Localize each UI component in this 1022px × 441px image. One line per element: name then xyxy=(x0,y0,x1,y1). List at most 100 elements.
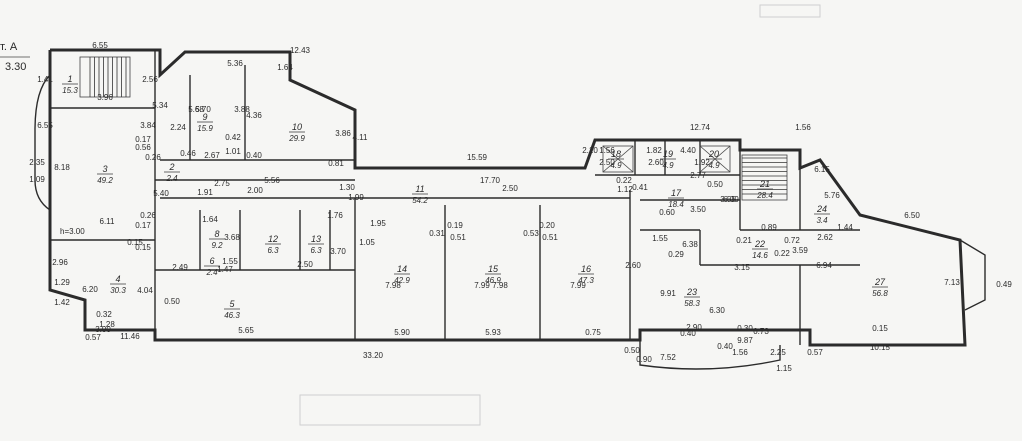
bay-window-bottom xyxy=(639,340,781,370)
room-number: 1 xyxy=(67,74,72,84)
dimension-label: 5.65 xyxy=(238,326,254,335)
dimension-label: 0.51 xyxy=(542,233,558,242)
dimension-label: 0.46 xyxy=(180,149,196,158)
dimension-label: 7.52 xyxy=(660,353,676,362)
room-area: 46.9 xyxy=(485,276,501,285)
dimension-label: 0.57 xyxy=(85,333,101,342)
dimension-label: 2.50 xyxy=(297,260,313,269)
room-number: 16 xyxy=(581,264,591,274)
dimension-label: 2.35 xyxy=(29,158,45,167)
dimension-label: 0.53 xyxy=(523,229,539,238)
dimension-label: 1.29 xyxy=(54,278,70,287)
dimension-label: 6.94 xyxy=(816,261,832,270)
dimension-label: 2.49 xyxy=(172,263,188,272)
dimension-label: 1.56 xyxy=(795,123,811,132)
room-area: 54.2 xyxy=(412,196,428,205)
dimension-label: 2.00 xyxy=(247,186,263,195)
dimension-label: 0.31 xyxy=(429,229,445,238)
dimension-label: 6.55 xyxy=(92,41,108,50)
dimension-label: 1.64 xyxy=(277,63,293,72)
dimension-label: 0.89 xyxy=(761,223,777,232)
room-area: 18.4 xyxy=(668,200,684,209)
room-number: 17 xyxy=(671,188,682,198)
dimension-label: 7.98 xyxy=(492,281,508,290)
dimension-label: 6.38 xyxy=(682,240,698,249)
dimension-label: 1.41 xyxy=(37,75,53,84)
room-area: 46.3 xyxy=(224,311,240,320)
dimension-label: 1.99 xyxy=(348,193,364,202)
dimension-label: 11.46 xyxy=(120,332,140,341)
room-area: 9.2 xyxy=(211,241,223,250)
dimension-label: 0.75 xyxy=(585,328,601,337)
dimension-label: 1.42 xyxy=(54,298,70,307)
dimension-label: 1.44 xyxy=(837,223,853,232)
paper-artifact xyxy=(759,4,821,18)
dimension-label: 3.59 xyxy=(792,246,808,255)
dimension-label: 1.15 xyxy=(776,364,792,373)
dimension-label: 3.15 xyxy=(734,263,750,272)
dimension-label: 7.98 xyxy=(385,281,401,290)
room-number: 3 xyxy=(102,164,107,174)
dimension-label: 0.73 xyxy=(753,327,769,336)
dimension-label: 1.82 xyxy=(646,146,662,155)
dimension-label: 0.49 xyxy=(996,280,1012,289)
dimension-label: 5.90 xyxy=(394,328,410,337)
dimension-label: 3.96 xyxy=(97,93,113,102)
dimension-label: 2.24 xyxy=(170,123,186,132)
dimension-label: 0.72 xyxy=(784,236,800,245)
dimension-label: 1.05 xyxy=(359,238,375,247)
dimension-label: 0.50 xyxy=(164,297,180,306)
dimension-label: 8.18 xyxy=(54,163,70,172)
room-area: 2.4 xyxy=(165,174,178,183)
dimension-label: 1.56 xyxy=(599,146,615,155)
dimension-label: 0.15 xyxy=(127,238,143,247)
room-number: 18 xyxy=(611,149,621,159)
dimension-label: 4.36 xyxy=(246,111,262,120)
room-area: 49.2 xyxy=(97,176,113,185)
dimension-label: 3.68 xyxy=(224,233,240,242)
dimension-label: 0.50 xyxy=(707,180,723,189)
room-number: 10 xyxy=(292,122,302,132)
dimension-label: 0.50 xyxy=(624,346,640,355)
dimension-label: 0.29 xyxy=(668,250,684,259)
dimension-label: 6.09 xyxy=(723,195,739,204)
dimension-label: 0.30 xyxy=(737,324,753,333)
room-number: 11 xyxy=(415,184,424,194)
dimension-label: 0.90 xyxy=(636,355,652,364)
room-area: 4.9 xyxy=(708,161,720,170)
dimension-label: 1.09 xyxy=(29,175,45,184)
room-area: 3.4 xyxy=(816,216,828,225)
room-number: 6 xyxy=(209,256,214,266)
dimension-label: 12.43 xyxy=(290,46,311,55)
dimension-label: 0.41 xyxy=(632,183,648,192)
dimension-label: 0.26 xyxy=(145,153,161,162)
dimension-label: 0.15 xyxy=(135,243,151,252)
dimension-label: 33.20 xyxy=(363,351,384,360)
walls xyxy=(34,48,986,370)
dimension-label: 2.60 xyxy=(648,158,664,167)
room-area: 42.9 xyxy=(394,276,410,285)
room-area: 6.3 xyxy=(267,246,279,255)
dimension-label: 6.50 xyxy=(904,211,920,220)
room-number: 21 xyxy=(759,179,770,189)
dimension-label: 7.99 xyxy=(474,281,490,290)
stair-right-frame xyxy=(741,154,788,201)
dimension-label: 0.40 xyxy=(680,329,696,338)
dimension-label: 3.84 xyxy=(140,121,156,130)
dimension-label: 0.22 xyxy=(774,249,790,258)
dimension-label: 2.77 xyxy=(690,171,706,180)
dimension-label: 1.28 xyxy=(99,320,115,329)
dimension-label: 0.40 xyxy=(717,342,733,351)
room-area: 15.3 xyxy=(62,86,78,95)
stair-left-frame xyxy=(79,56,131,98)
dimension-label: 1.01 xyxy=(225,147,241,156)
dimension-label: 0.15 xyxy=(872,324,888,333)
dimension-label: 2.10 xyxy=(582,146,598,155)
dimension-label: 3.50 xyxy=(690,205,706,214)
dimension-label: 3.86 xyxy=(335,129,351,138)
room-area: 28.4 xyxy=(756,191,773,200)
dimension-label: 0.56 xyxy=(135,143,151,152)
dimension-label: 4.11 xyxy=(353,133,369,142)
